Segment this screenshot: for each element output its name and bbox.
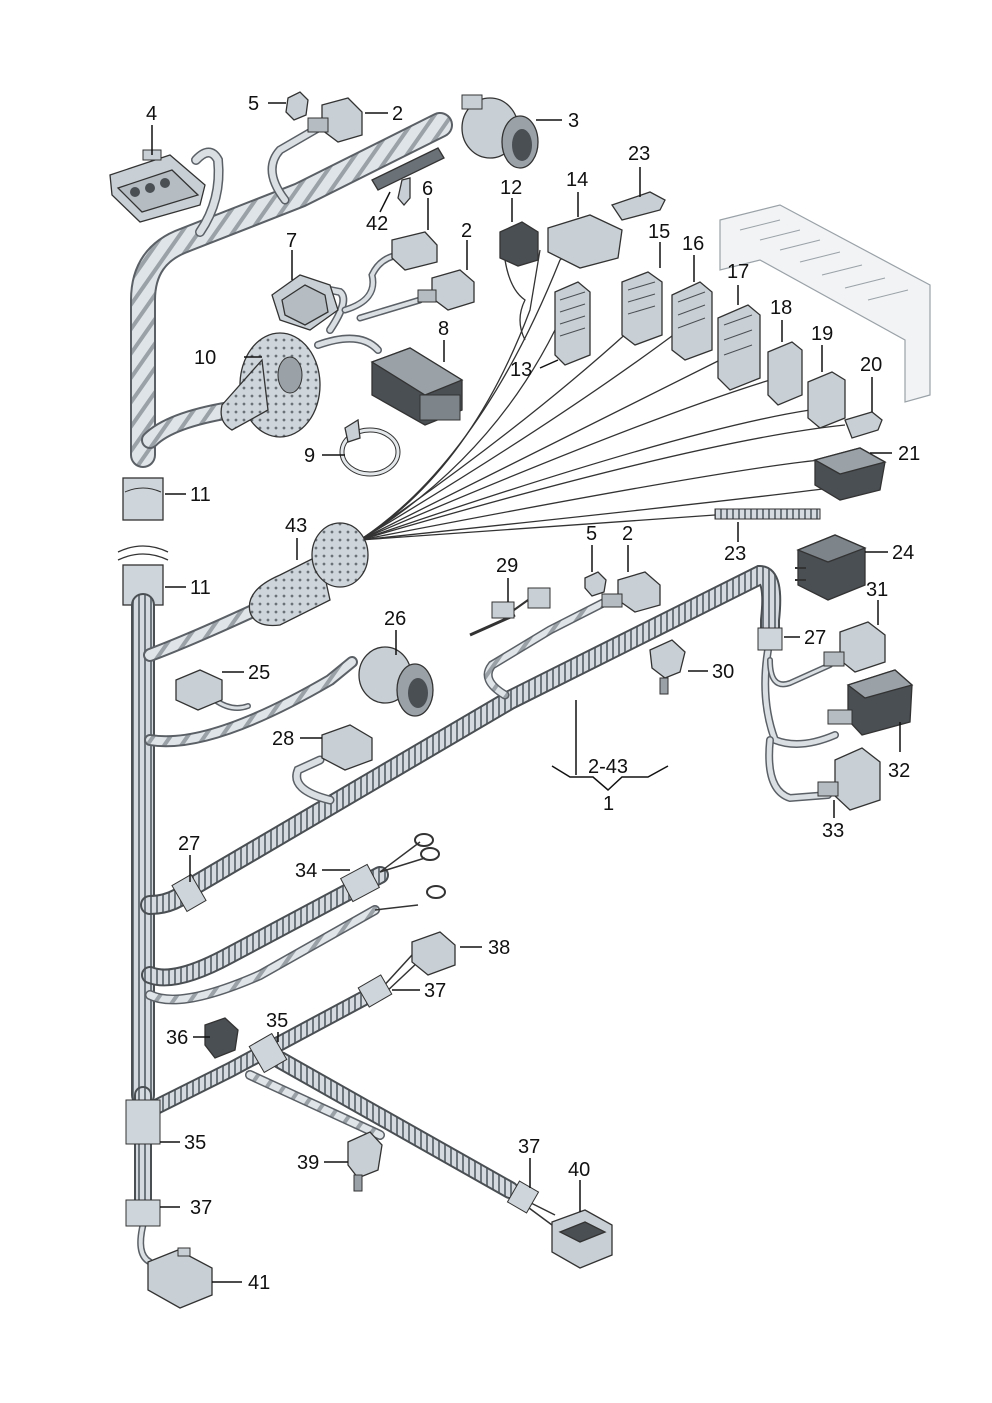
connector-28 <box>321 724 373 771</box>
callout-2-lower: 2 <box>622 523 633 545</box>
callout-13: 13 <box>510 359 532 381</box>
callout-37-mid: 37 <box>424 980 446 1002</box>
callout-27-left: 27 <box>178 833 200 855</box>
module-8 <box>370 347 464 426</box>
connector-38 <box>411 931 456 976</box>
holder-14 <box>547 214 623 269</box>
callout-36: 36 <box>166 1027 188 1049</box>
plug-5-lower <box>584 571 607 597</box>
callout-40: 40 <box>568 1159 590 1181</box>
callout-10: 10 <box>194 347 216 369</box>
leader-lines <box>151 102 901 1283</box>
callout-37-right: 37 <box>518 1136 540 1158</box>
callout-4: 4 <box>146 103 157 125</box>
socket-17 <box>717 304 761 391</box>
grommet-10 <box>220 332 321 438</box>
socket-18 <box>767 341 803 406</box>
clip-30 <box>649 639 686 695</box>
connector-4 <box>109 149 206 223</box>
callout-37-bottom: 37 <box>190 1197 212 1219</box>
clip-39 <box>347 1131 383 1192</box>
sensor-29 <box>469 587 551 637</box>
callout-2-mid: 2 <box>461 220 472 242</box>
callout-15: 15 <box>648 221 670 243</box>
callout-5-lower: 5 <box>586 523 597 545</box>
socket-13 <box>554 281 591 366</box>
cable-tie-9 <box>339 418 401 477</box>
callout-26: 26 <box>384 608 406 630</box>
callout-29: 29 <box>496 555 518 577</box>
callout-18: 18 <box>770 297 792 319</box>
callout-33: 33 <box>822 820 844 842</box>
callout-16: 16 <box>682 233 704 255</box>
callout-12: 12 <box>500 177 522 199</box>
connector-32 <box>827 669 914 736</box>
ring-terminals-34 <box>339 833 446 903</box>
callout-35-upper: 35 <box>266 1010 288 1032</box>
callout-32: 32 <box>888 760 910 782</box>
connector-26 <box>358 646 434 717</box>
connector-41 <box>147 1247 213 1309</box>
relay-carrier <box>719 204 931 403</box>
clip-20 <box>844 411 883 439</box>
callout-17: 17 <box>727 261 749 283</box>
clip-36 <box>204 1017 239 1059</box>
callout-28: 28 <box>272 728 294 750</box>
connector-7 <box>271 274 339 331</box>
callout-3: 3 <box>568 110 579 132</box>
callout-35-lower: 35 <box>184 1132 206 1154</box>
callout-30: 30 <box>712 661 734 683</box>
callout-21: 21 <box>898 443 920 465</box>
callout-43: 43 <box>285 515 307 537</box>
relay-24 <box>795 534 867 601</box>
callout-labels: 4 5 2 3 23 12 14 6 42 2 7 15 16 17 18 19… <box>146 93 920 1294</box>
connector-31 <box>823 621 886 673</box>
callout-7: 7 <box>286 230 297 252</box>
parts <box>109 91 931 1309</box>
socket-16 <box>671 281 713 361</box>
connector-40 <box>551 1209 613 1269</box>
connector-25 <box>175 669 223 711</box>
callout-9: 9 <box>304 445 315 467</box>
connector-2-lower <box>601 571 661 613</box>
callout-5-top: 5 <box>248 93 259 115</box>
callout-11-lower: 11 <box>190 577 211 599</box>
callout-27-right: 27 <box>804 627 826 649</box>
callout-41: 41 <box>248 1272 270 1294</box>
socket-19 <box>807 371 846 429</box>
callout-1: 1 <box>603 793 614 815</box>
connector-2-mid <box>417 269 475 311</box>
callout-24: 24 <box>892 542 914 564</box>
callout-42: 42 <box>366 213 388 235</box>
callout-39: 39 <box>297 1152 319 1174</box>
callout-11-upper: 11 <box>190 484 211 506</box>
socket-15 <box>621 271 663 346</box>
callout-19: 19 <box>811 323 833 345</box>
callout-range-2-43: 2-43 <box>588 756 628 778</box>
connector-2-top <box>307 97 363 143</box>
clip-23-top <box>610 191 666 221</box>
callout-31: 31 <box>866 579 888 601</box>
socket-12 <box>499 221 539 267</box>
callout-25: 25 <box>248 662 270 684</box>
callout-20: 20 <box>860 354 882 376</box>
callout-14: 14 <box>566 169 588 191</box>
callout-23-lower: 23 <box>724 543 746 565</box>
plug-5-top <box>285 91 309 121</box>
callout-23-top: 23 <box>628 143 650 165</box>
holder-21 <box>813 447 887 501</box>
connector-33 <box>817 747 881 811</box>
callout-8: 8 <box>438 318 449 340</box>
harness-main <box>117 112 846 1266</box>
callout-34: 34 <box>295 860 317 882</box>
callout-2-top: 2 <box>392 103 403 125</box>
connector-6 <box>391 231 438 271</box>
callout-6: 6 <box>422 178 433 200</box>
grommet-43 <box>248 522 369 627</box>
callout-38: 38 <box>488 937 510 959</box>
connector-3 <box>461 94 539 169</box>
